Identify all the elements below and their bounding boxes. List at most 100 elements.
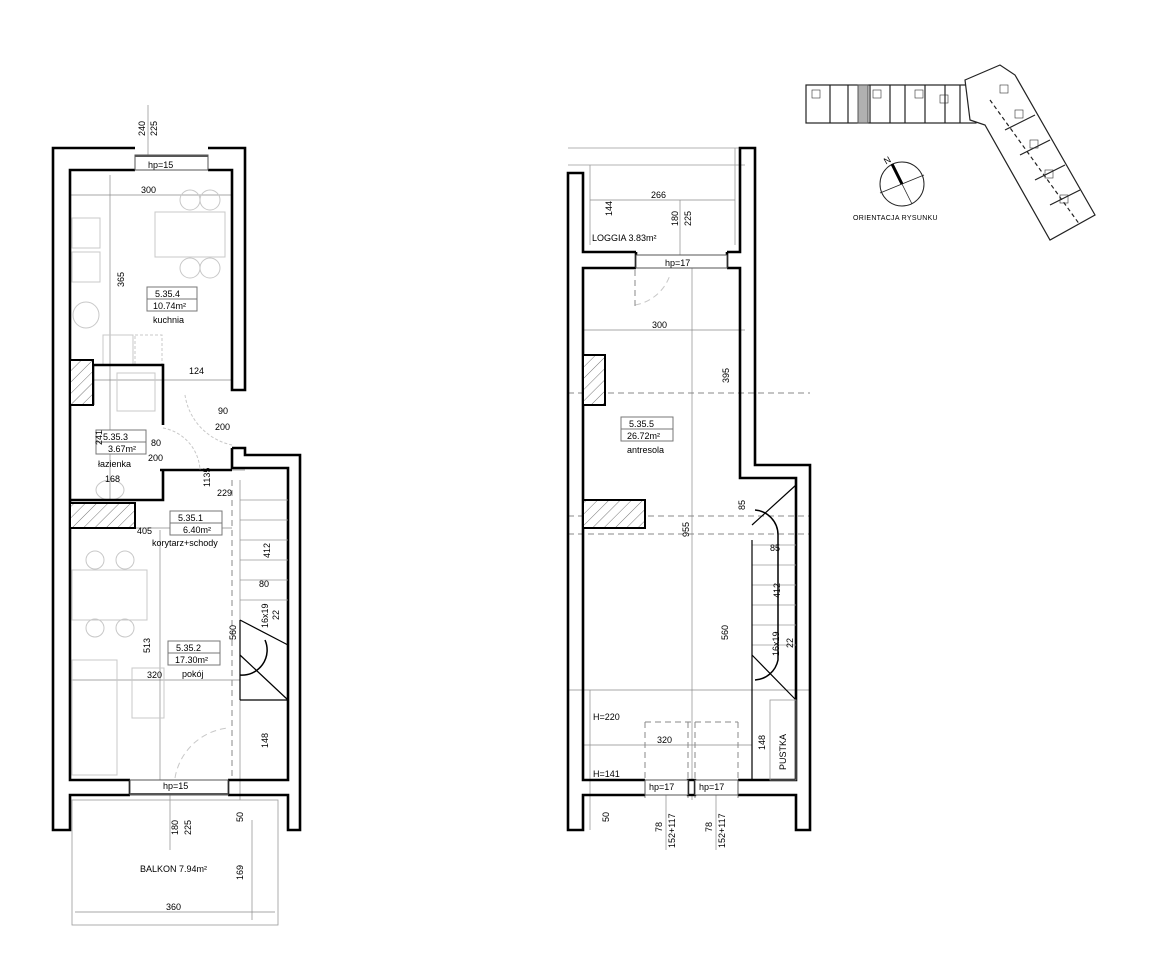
svg-text:412: 412	[262, 543, 272, 558]
svg-text:560: 560	[228, 625, 238, 640]
svg-text:antresola: antresola	[627, 445, 664, 455]
window-top	[635, 254, 728, 269]
svg-text:266: 266	[651, 190, 666, 200]
svg-text:16x19: 16x19	[260, 603, 270, 628]
svg-text:320: 320	[657, 735, 672, 745]
svg-text:kuchnia: kuchnia	[153, 315, 184, 325]
svg-text:85: 85	[770, 543, 780, 553]
dimension-labels: 266 144 180 225 300 395 85 955 85 412 56…	[601, 190, 795, 848]
svg-text:168: 168	[105, 474, 120, 484]
room-label-pokoj: 5.35.2 17.30m² pokój	[167, 640, 221, 679]
svg-text:225: 225	[149, 121, 159, 136]
svg-text:152+117: 152+117	[667, 813, 677, 848]
ventilation-shaft	[69, 502, 136, 529]
svg-text:229: 229	[217, 488, 232, 498]
svg-text:180: 180	[670, 211, 680, 226]
svg-text:5.35.5: 5.35.5	[629, 419, 654, 429]
svg-text:241: 241	[94, 430, 104, 445]
svg-text:513: 513	[142, 638, 152, 653]
svg-text:50: 50	[235, 812, 245, 822]
walls	[51, 146, 302, 832]
svg-text:200: 200	[215, 422, 230, 432]
north-arrow: N	[879, 154, 925, 207]
orientation-caption: ORIENTACJA RYSUNKU	[853, 215, 938, 222]
svg-text:169: 169	[235, 865, 245, 880]
svg-text:80: 80	[151, 438, 161, 448]
door-swing[interactable]	[184, 394, 233, 446]
svg-text:148: 148	[757, 735, 767, 750]
svg-text:148: 148	[260, 733, 270, 748]
svg-text:395: 395	[721, 368, 731, 383]
ventilation-shaft	[582, 354, 606, 406]
svg-text:78: 78	[654, 822, 664, 832]
svg-text:152+117: 152+117	[717, 813, 727, 848]
svg-text:5.35.1: 5.35.1	[178, 513, 203, 523]
door-swing[interactable]	[634, 274, 671, 306]
svg-text:320: 320	[147, 670, 162, 680]
svg-text:6.40m²: 6.40m²	[183, 525, 211, 535]
window-height-label: hp=15	[163, 781, 188, 791]
svg-text:5.35.4: 5.35.4	[155, 289, 180, 299]
lower-level-plan: hp=15 hp=15 BALKON 7.94m² 5.35.4 10.74m²…	[51, 105, 302, 926]
svg-text:365: 365	[116, 272, 126, 287]
shower-icon	[116, 372, 156, 412]
building-key-plan	[805, 64, 1096, 241]
window-bottom-left	[644, 779, 689, 796]
svg-text:26.72m²: 26.72m²	[627, 431, 660, 441]
svg-text:22: 22	[271, 610, 281, 620]
staircase	[751, 484, 797, 781]
ventilation-shaft	[582, 499, 646, 529]
void-area	[769, 699, 797, 781]
svg-text:5.35.2: 5.35.2	[176, 643, 201, 653]
svg-text:360: 360	[166, 902, 181, 912]
svg-text:1135: 1135	[202, 468, 212, 487]
svg-text:16x19: 16x19	[771, 631, 781, 656]
highlighted-unit	[857, 84, 869, 124]
ventilation-shaft	[69, 359, 94, 406]
balcony-label: BALKON 7.94m²	[140, 864, 207, 874]
sink-icon	[102, 334, 134, 366]
svg-text:pokój: pokój	[182, 669, 204, 679]
walls	[566, 146, 812, 832]
svg-text:łazienka: łazienka	[98, 459, 131, 469]
svg-text:225: 225	[683, 211, 693, 226]
svg-text:240: 240	[137, 121, 147, 136]
svg-text:955: 955	[681, 522, 691, 537]
svg-text:200: 200	[148, 453, 163, 463]
window-bottom-right	[694, 779, 739, 796]
window-height-label: hp=17	[665, 258, 690, 268]
room-label-lazienka: 5.35.3 3.67m² łazienka	[95, 429, 147, 469]
svg-text:85: 85	[737, 500, 747, 510]
svg-text:78: 78	[704, 822, 714, 832]
svg-text:560: 560	[720, 625, 730, 640]
dimension-labels: 240 225 300 365 124 90 200 241 80 200 11…	[94, 121, 281, 912]
svg-text:300: 300	[141, 185, 156, 195]
room-label-kuchnia: 5.35.4 10.74m² kuchnia	[146, 286, 198, 325]
svg-text:412: 412	[772, 583, 782, 598]
dining-table	[71, 569, 148, 621]
svg-text:90: 90	[218, 406, 228, 416]
sofa	[71, 659, 118, 776]
mezzanine-plan: hp=17 hp=17 hp=17 LOGGIA 3.83m² 5.35.5 2…	[566, 146, 812, 850]
svg-text:22: 22	[785, 638, 795, 648]
balcony	[71, 799, 279, 926]
svg-text:10.74m²: 10.74m²	[153, 301, 186, 311]
washing-machine-icon	[72, 301, 100, 329]
room-label-antresola: 5.35.5 26.72m² antresola	[620, 416, 674, 455]
window-height-label: hp=17	[649, 782, 674, 792]
svg-text:180: 180	[170, 820, 180, 835]
svg-text:17.30m²: 17.30m²	[175, 655, 208, 665]
door-swing[interactable]	[174, 727, 229, 779]
svg-text:300: 300	[652, 320, 667, 330]
height-label: H=141	[593, 769, 620, 779]
window-height-label: hp=17	[699, 782, 724, 792]
svg-text:124: 124	[189, 366, 204, 376]
svg-text:korytarz+schody: korytarz+schody	[152, 538, 218, 548]
svg-text:80: 80	[259, 579, 269, 589]
door-swing[interactable]	[162, 427, 201, 471]
svg-text:225: 225	[183, 820, 193, 835]
height-label: H=220	[593, 712, 620, 722]
svg-text:405: 405	[137, 526, 152, 536]
svg-text:144: 144	[604, 201, 614, 216]
